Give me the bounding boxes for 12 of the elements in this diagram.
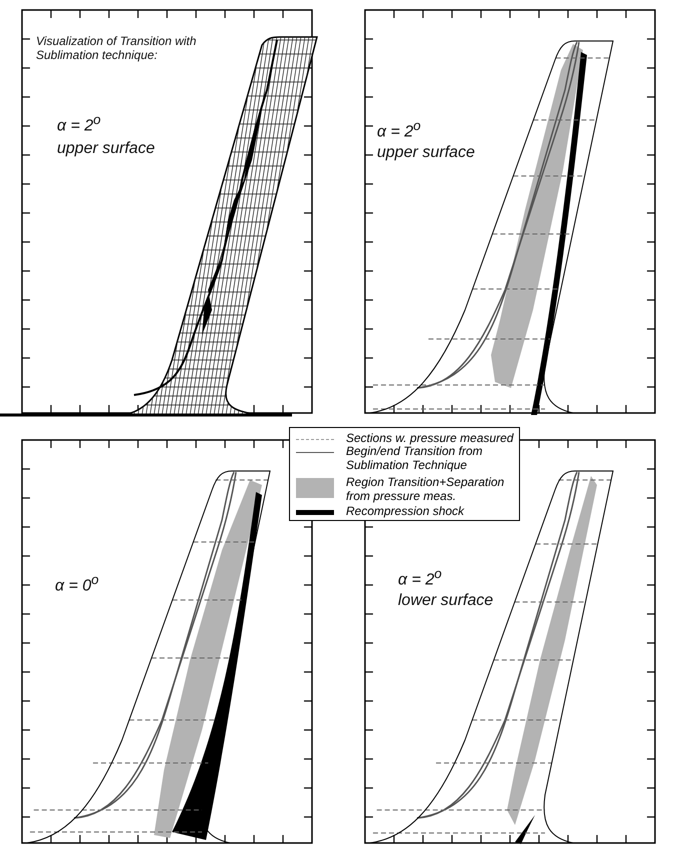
legend-text: Region Transition+Separation from pressure meas. — [346, 475, 506, 503]
surface-label: lower surface — [398, 592, 494, 610]
legend-text: Sections w. pressure measured — [346, 431, 515, 445]
figure-note: Visualization of Transition with Sublimation technique: — [36, 34, 198, 62]
surface-label: upper surface — [377, 144, 475, 162]
legend-text: Recompression shock — [346, 504, 466, 518]
angle-label: α = 0$^{o}$ — [55, 572, 99, 596]
legend-text: Begin/end Transition from Sublimation Technique — [346, 444, 484, 472]
angle-label: α = 2$^{o}$ — [377, 118, 421, 142]
surface-label: upper surface — [57, 140, 155, 158]
angle-label: α = 2$^{o}$ — [398, 566, 442, 590]
angle-label: α = 2$^{o}$ — [57, 112, 101, 136]
